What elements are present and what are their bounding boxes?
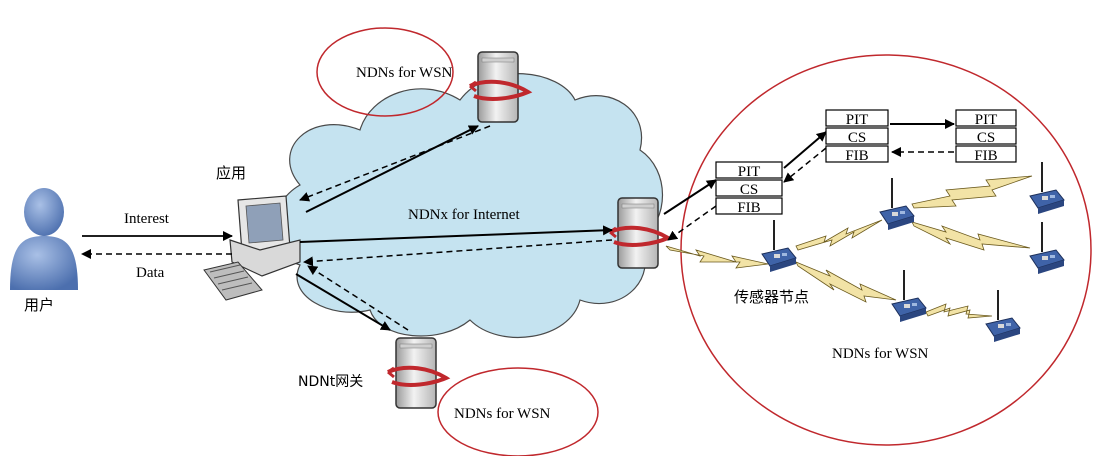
table-right-pit: PIT <box>975 112 998 128</box>
table-near-router-pit: PIT <box>738 164 761 180</box>
lightning-icon <box>665 245 769 269</box>
sensor-node <box>1029 221 1065 275</box>
wsn-ellipse-bottom <box>437 367 599 456</box>
lightning-icon <box>911 221 1031 251</box>
wireless-links <box>665 175 1033 319</box>
server-ndnt-gateway <box>386 336 448 410</box>
table-middle-cs: CS <box>848 130 866 146</box>
label-ndns-top: NDNs for WSN <box>356 65 453 81</box>
label-app: 应用 <box>216 164 246 182</box>
label-ndnt-gateway: NDNt网关 <box>298 374 363 390</box>
label-ndns-right: NDNs for WSN <box>832 346 929 362</box>
table-right: PIT CS FIB <box>955 109 1017 164</box>
arrow-internet-to-app <box>303 239 613 267</box>
label-user: 用户 <box>24 296 54 314</box>
arrow-app-to-internet <box>299 225 613 243</box>
arrow-app-to-top <box>305 125 479 213</box>
wsn-ellipse-top <box>316 27 454 117</box>
arrow-server-to-table <box>663 179 717 215</box>
sensor-node <box>1029 161 1065 215</box>
arrow-app-to-gateway <box>295 273 391 331</box>
label-interest: Interest <box>124 211 170 227</box>
arrow-table1-to-table2 <box>783 131 827 169</box>
computer-icon <box>203 195 301 301</box>
sensor-node <box>891 269 927 323</box>
sensor-node <box>879 177 915 231</box>
table-middle: PIT CS FIB <box>825 109 889 164</box>
label-data: Data <box>136 265 165 281</box>
table-middle-pit: PIT <box>846 112 869 128</box>
internet-cloud <box>273 73 664 339</box>
label-sensor-node: 传感器节点 <box>734 288 809 306</box>
table-middle-fib: FIB <box>845 148 868 164</box>
label-ndns-bottom: NDNs for WSN <box>454 406 551 422</box>
table-near-router-fib: FIB <box>737 200 760 216</box>
label-ndnx-internet: NDNx for Internet <box>408 207 520 223</box>
table-near-router-cs: CS <box>740 182 758 198</box>
arrow-table-to-server <box>667 205 717 241</box>
lightning-icon <box>795 261 897 303</box>
table-near-router: PIT CS FIB <box>715 161 783 216</box>
arrow-top-to-app <box>299 125 491 202</box>
lightning-icon <box>911 175 1033 209</box>
lightning-icon <box>795 219 883 251</box>
arrow-table2-to-table1 <box>783 147 827 183</box>
user-icon <box>10 188 78 290</box>
table-right-cs: CS <box>977 130 995 146</box>
lightning-icon <box>925 303 993 319</box>
table-right-fib: FIB <box>974 148 997 164</box>
